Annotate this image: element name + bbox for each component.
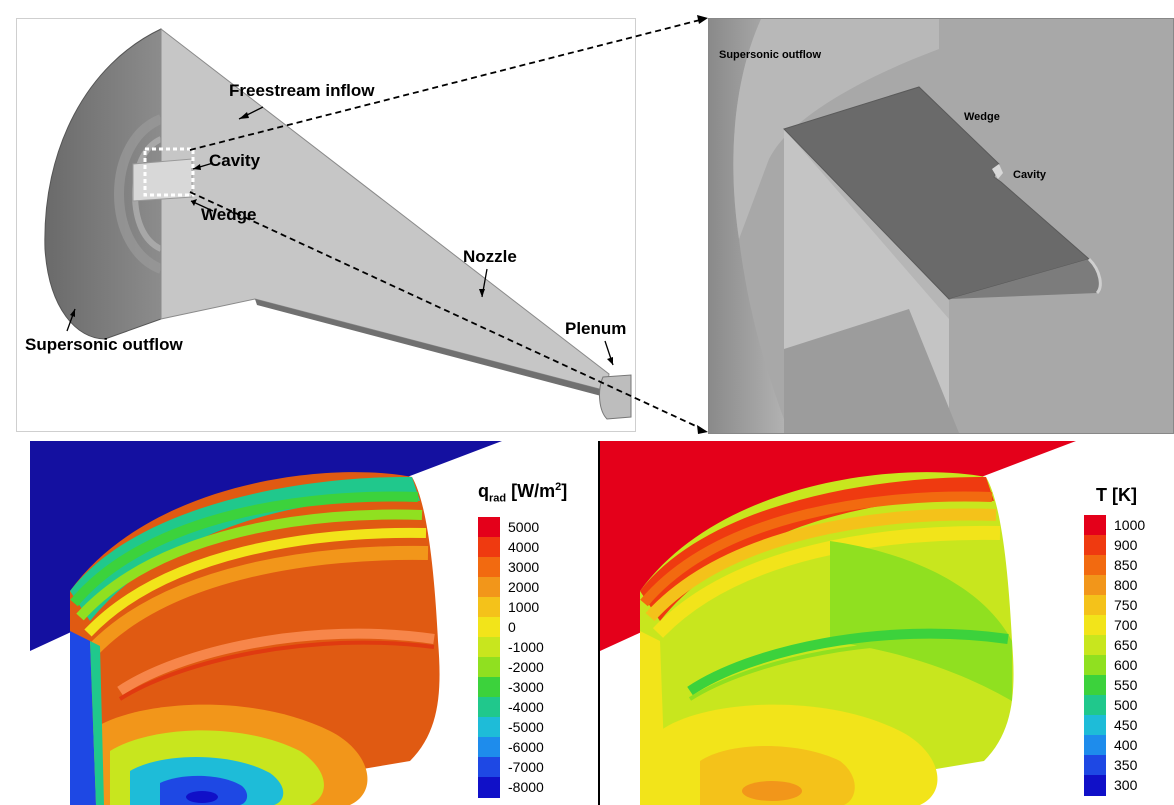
qrad-tick-label: 3000	[508, 558, 540, 575]
qrad-tick-label: 0	[508, 618, 516, 635]
qrad-tick-label: -7000	[508, 758, 544, 775]
temp-tick-label: 650	[1114, 636, 1138, 653]
qrad-swatch	[478, 717, 500, 738]
zoom-label-supersonic-outflow: Supersonic outflow	[719, 49, 822, 61]
temp-swatch	[1084, 575, 1106, 596]
qrad-swatch	[478, 537, 500, 558]
dome-ring	[113, 114, 164, 274]
temp-swatch	[1084, 715, 1106, 736]
qrad-swatch	[478, 617, 500, 638]
zoom-geometry	[709, 19, 1173, 433]
label-cavity: Cavity	[209, 151, 261, 170]
qrad-title-symbol: q	[478, 481, 489, 501]
qrad-legend: qrad [W/m2] 5000 4000 3000 2000 1000 0 -1000 -2…	[478, 481, 588, 801]
qrad-tick-label: -3000	[508, 678, 544, 695]
qrad-swatch	[478, 577, 500, 598]
qrad-swatch	[478, 517, 500, 538]
qrad-colorbar	[478, 517, 500, 798]
qrad-tick-label: -4000	[508, 698, 544, 715]
temp-swatch	[1084, 535, 1106, 556]
panel-divider	[598, 441, 600, 805]
label-supersonic-outflow: Supersonic outflow	[25, 335, 183, 354]
qrad-swatch	[478, 637, 500, 658]
qrad-swatch	[478, 677, 500, 698]
qrad-swatch	[478, 777, 500, 798]
temp-tick-label: 800	[1114, 576, 1138, 593]
label-nozzle: Nozzle	[463, 247, 517, 266]
temp-swatch	[1084, 775, 1106, 796]
zoom-label-wedge: Wedge	[964, 111, 1000, 123]
temp-contour-plot	[600, 441, 1076, 805]
temp-swatch	[1084, 595, 1106, 616]
temp-swatch	[1084, 635, 1106, 656]
temp-swatch	[1084, 555, 1106, 576]
qrad-swatch	[478, 557, 500, 578]
qrad-swatch	[478, 657, 500, 678]
qrad-title-subscript: rad	[489, 492, 507, 505]
qrad-swatch	[478, 737, 500, 758]
outflow-dome	[44, 28, 162, 340]
temp-swatch	[1084, 655, 1106, 676]
qrad-legend-title: qrad [W/m2]	[478, 481, 567, 505]
qrad-swatch	[478, 597, 500, 618]
qrad-tick-label: 5000	[508, 518, 540, 535]
temp-swatch	[1084, 615, 1106, 636]
qrad-swatch	[478, 757, 500, 778]
qrad-title-sup: 2	[555, 481, 562, 493]
temp-tick-label: 450	[1114, 716, 1138, 733]
qrad-tick-label: 2000	[508, 578, 540, 595]
temp-tick-label: 1000	[1114, 516, 1146, 533]
zoom-label-cavity: Cavity	[1013, 169, 1047, 181]
temp-contour-panel	[600, 441, 1174, 805]
zoom-panel: Supersonic outflow Wedge Cavity	[708, 18, 1174, 434]
temp-ticks: 1000 900 850 800 750 700 650 600 550 500 450 400 350…	[1114, 515, 1172, 795]
temp-legend: T [K] 1000 900 850 800 750 700 650 600 550 500 450…	[1084, 485, 1172, 801]
qrad-tick-label: -6000	[508, 738, 544, 755]
qrad-tick-label: -5000	[508, 718, 544, 735]
qrad-title-units: [W/m	[511, 481, 556, 501]
label-freestream-inflow: Freestream inflow	[229, 81, 375, 100]
temp-colorbar	[1084, 515, 1106, 796]
temp-tick-label: 400	[1114, 736, 1138, 753]
qrad-contour-plot	[30, 441, 502, 805]
temp-swatch	[1084, 755, 1106, 776]
plenum-body	[599, 374, 632, 420]
qrad-contour-panel	[30, 441, 598, 805]
cavity-notch	[992, 164, 1003, 179]
qrad-tick-label: 4000	[508, 538, 540, 555]
qrad-swatch	[478, 697, 500, 718]
temp-tick-label: 350	[1114, 756, 1138, 773]
temp-tick-label: 550	[1114, 676, 1138, 693]
label-plenum: Plenum	[565, 319, 627, 338]
temp-tick-label: 700	[1114, 616, 1138, 633]
qrad-title-close: ]	[561, 481, 568, 501]
temp-swatch	[1084, 675, 1106, 696]
temp-swatch	[1084, 515, 1106, 536]
temp-tick-label: 850	[1114, 556, 1138, 573]
temp-tick-label: 300	[1114, 776, 1138, 793]
label-wedge: Wedge	[201, 205, 257, 224]
temp-swatch	[1084, 695, 1106, 716]
temp-legend-title: T [K]	[1096, 485, 1137, 505]
temp-tick-label: 750	[1114, 596, 1138, 613]
qrad-tick-label: -1000	[508, 638, 544, 655]
temp-tick-label: 900	[1114, 536, 1138, 553]
zoom-region-box	[143, 147, 195, 197]
temp-tick-label: 500	[1114, 696, 1138, 713]
overview-panel: Freestream inflow Cavity Wedge Nozzle Pl…	[16, 18, 636, 432]
temp-swatch	[1084, 735, 1106, 756]
qrad-tick-label: 1000	[508, 598, 540, 615]
qrad-tick-label: -2000	[508, 658, 544, 675]
temp-tick-label: 600	[1114, 656, 1138, 673]
qrad-tick-label: -8000	[508, 778, 544, 795]
qrad-ticks: 5000 4000 3000 2000 1000 0 -1000 -2000 -3000 -400…	[508, 517, 588, 797]
